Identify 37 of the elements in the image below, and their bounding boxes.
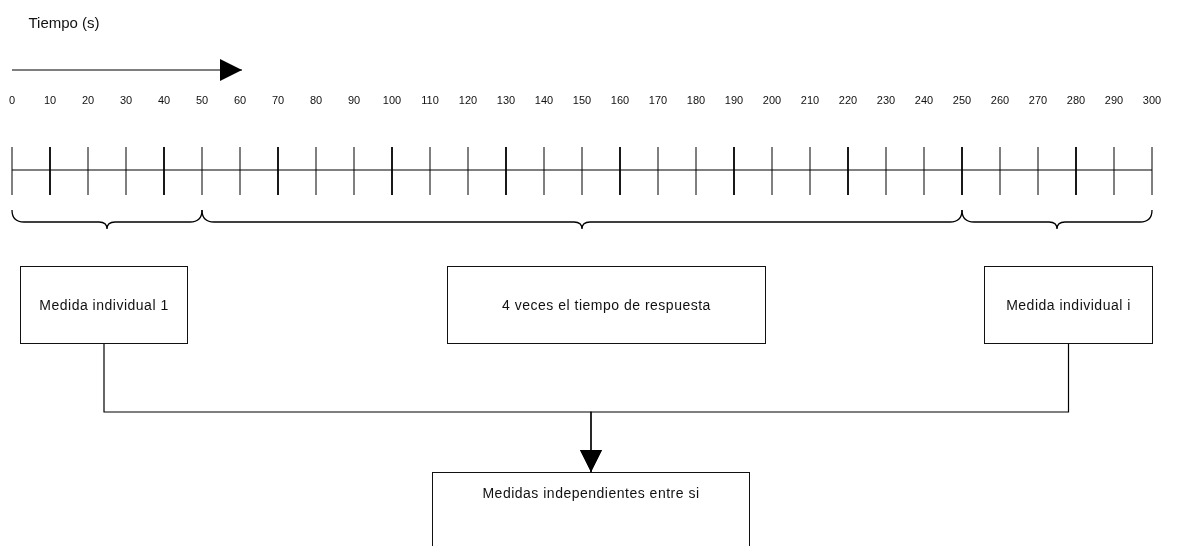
tick-label: 260 [990,94,1010,106]
tick-label: 10 [43,94,57,106]
process-box: Medida individual 1 [20,266,188,344]
tick-label: 80 [309,94,323,106]
tick-label: 240 [914,94,934,106]
process-box: Medida individual i [984,266,1153,344]
tick-label: 230 [876,94,896,106]
tick-label: 180 [686,94,706,106]
tick-label: 300 [1142,94,1162,106]
tick-label: 270 [1028,94,1048,106]
tick-label: 70 [271,94,285,106]
tick-label: 20 [81,94,95,106]
tick-label: 290 [1104,94,1124,106]
tick-label: 0 [8,94,16,106]
tick-label: 60 [233,94,247,106]
tick-label: 220 [838,94,858,106]
axis-title: Tiempo (s) [28,14,100,31]
tick-label: 110 [421,94,439,106]
tick-label: 100 [382,94,402,106]
tick-label: 200 [762,94,782,106]
tick-label: 30 [119,94,133,106]
process-box: 4 veces el tiempo de respuesta [447,266,766,344]
tick-label: 130 [496,94,516,106]
tick-label: 170 [648,94,668,106]
tick-label: 140 [534,94,554,106]
tick-label: 90 [347,94,361,106]
tick-label: 210 [800,94,820,106]
process-box: Medidas independientes entre si [432,472,750,546]
tick-label: 190 [724,94,744,106]
tick-label: 40 [157,94,171,106]
tick-label: 50 [195,94,209,106]
tick-label: 160 [610,94,630,106]
tick-label: 120 [458,94,478,106]
tick-label: 280 [1066,94,1086,106]
connector-arrow [580,343,1070,473]
tick-label: 250 [952,94,972,106]
tick-label: 150 [572,94,592,106]
